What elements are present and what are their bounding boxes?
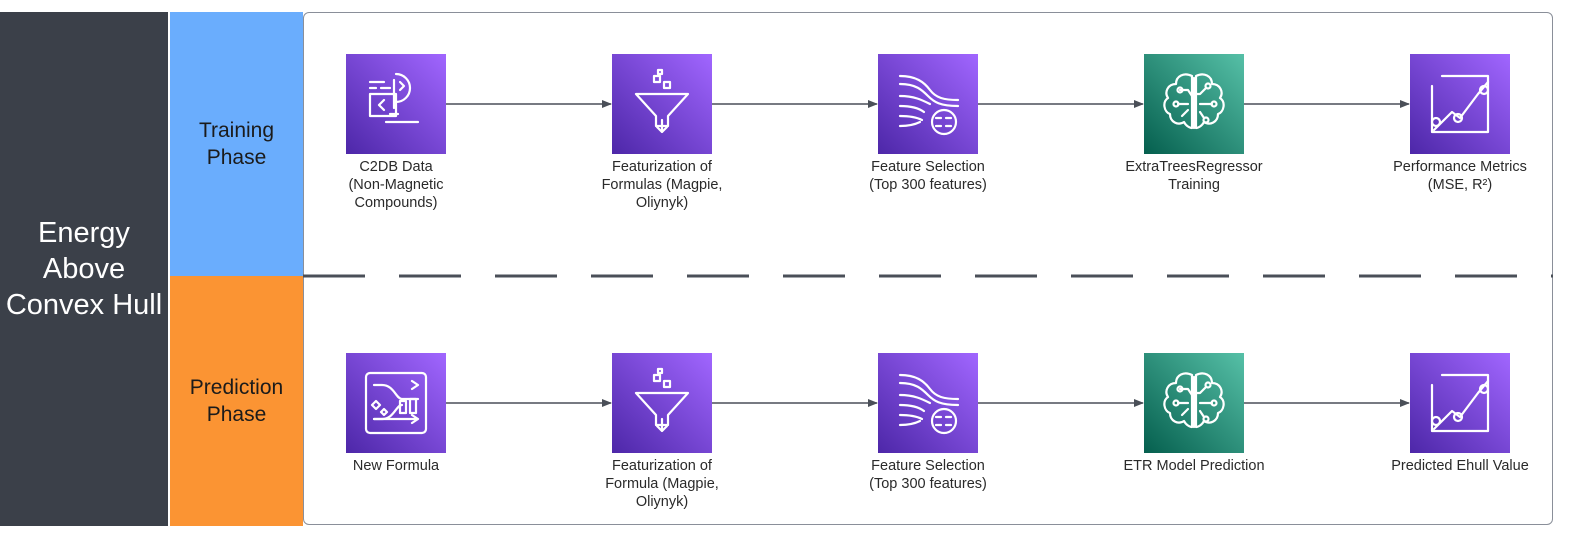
brain-circuit-icon bbox=[1163, 73, 1225, 130]
prediction-step-1-node bbox=[346, 353, 446, 453]
line-chart-icon bbox=[1430, 373, 1490, 433]
data-transform-icon bbox=[364, 371, 428, 435]
training-step-3-label: Feature Selection (Top 300 features) bbox=[869, 159, 987, 193]
prediction-phase-lane: Prediction Phase bbox=[170, 276, 303, 526]
prediction-step-4-label: ETR Model Prediction bbox=[1123, 458, 1265, 474]
training-step-1-node bbox=[346, 54, 446, 154]
training-step-5-node bbox=[1410, 54, 1510, 154]
diagram-title: Energy Above Convex Hull bbox=[5, 217, 163, 321]
prediction-step-2-node bbox=[612, 353, 712, 453]
prediction-step-2-label: Featurization of Formula (Magpie, Oliyny… bbox=[605, 458, 719, 510]
funnel-icon bbox=[634, 68, 690, 134]
training-step-2-label: Featurization of Formulas (Magpie, Oliyn… bbox=[601, 159, 723, 211]
prediction-step-1-label: New Formula bbox=[352, 458, 440, 474]
training-step-5-label: Performance Metrics (MSE, R²) bbox=[1393, 159, 1527, 193]
training-step-4-node bbox=[1144, 54, 1244, 154]
training-step-4-label: ExtraTreesRegressor Training bbox=[1125, 159, 1263, 193]
prediction-step-5-node bbox=[1410, 353, 1510, 453]
workflow-panel bbox=[303, 12, 1553, 525]
brain-circuit-icon bbox=[1163, 372, 1225, 429]
prediction-step-4-node bbox=[1144, 353, 1244, 453]
training-step-2-node bbox=[612, 54, 712, 154]
data-streams-icon bbox=[898, 373, 960, 435]
prediction-step-3-label: Feature Selection (Top 300 features) bbox=[869, 458, 987, 492]
training-step-1-label: C2DB Data (Non-Magnetic Compounds) bbox=[348, 159, 444, 211]
funnel-icon bbox=[634, 367, 690, 433]
training-phase-lane: Training Phase bbox=[170, 12, 303, 276]
prediction-phase-label: Prediction Phase bbox=[189, 376, 284, 426]
data-streams-icon bbox=[898, 74, 960, 136]
prediction-step-5-label: Predicted Ehull Value bbox=[1391, 458, 1529, 474]
prediction-step-3-node bbox=[878, 353, 978, 453]
diagram-title-panel: Energy Above Convex Hull bbox=[0, 12, 168, 526]
training-phase-label: Training Phase bbox=[198, 119, 275, 169]
code-editor-icon bbox=[368, 72, 420, 124]
line-chart-icon bbox=[1430, 74, 1490, 134]
training-step-3-node bbox=[878, 54, 978, 154]
